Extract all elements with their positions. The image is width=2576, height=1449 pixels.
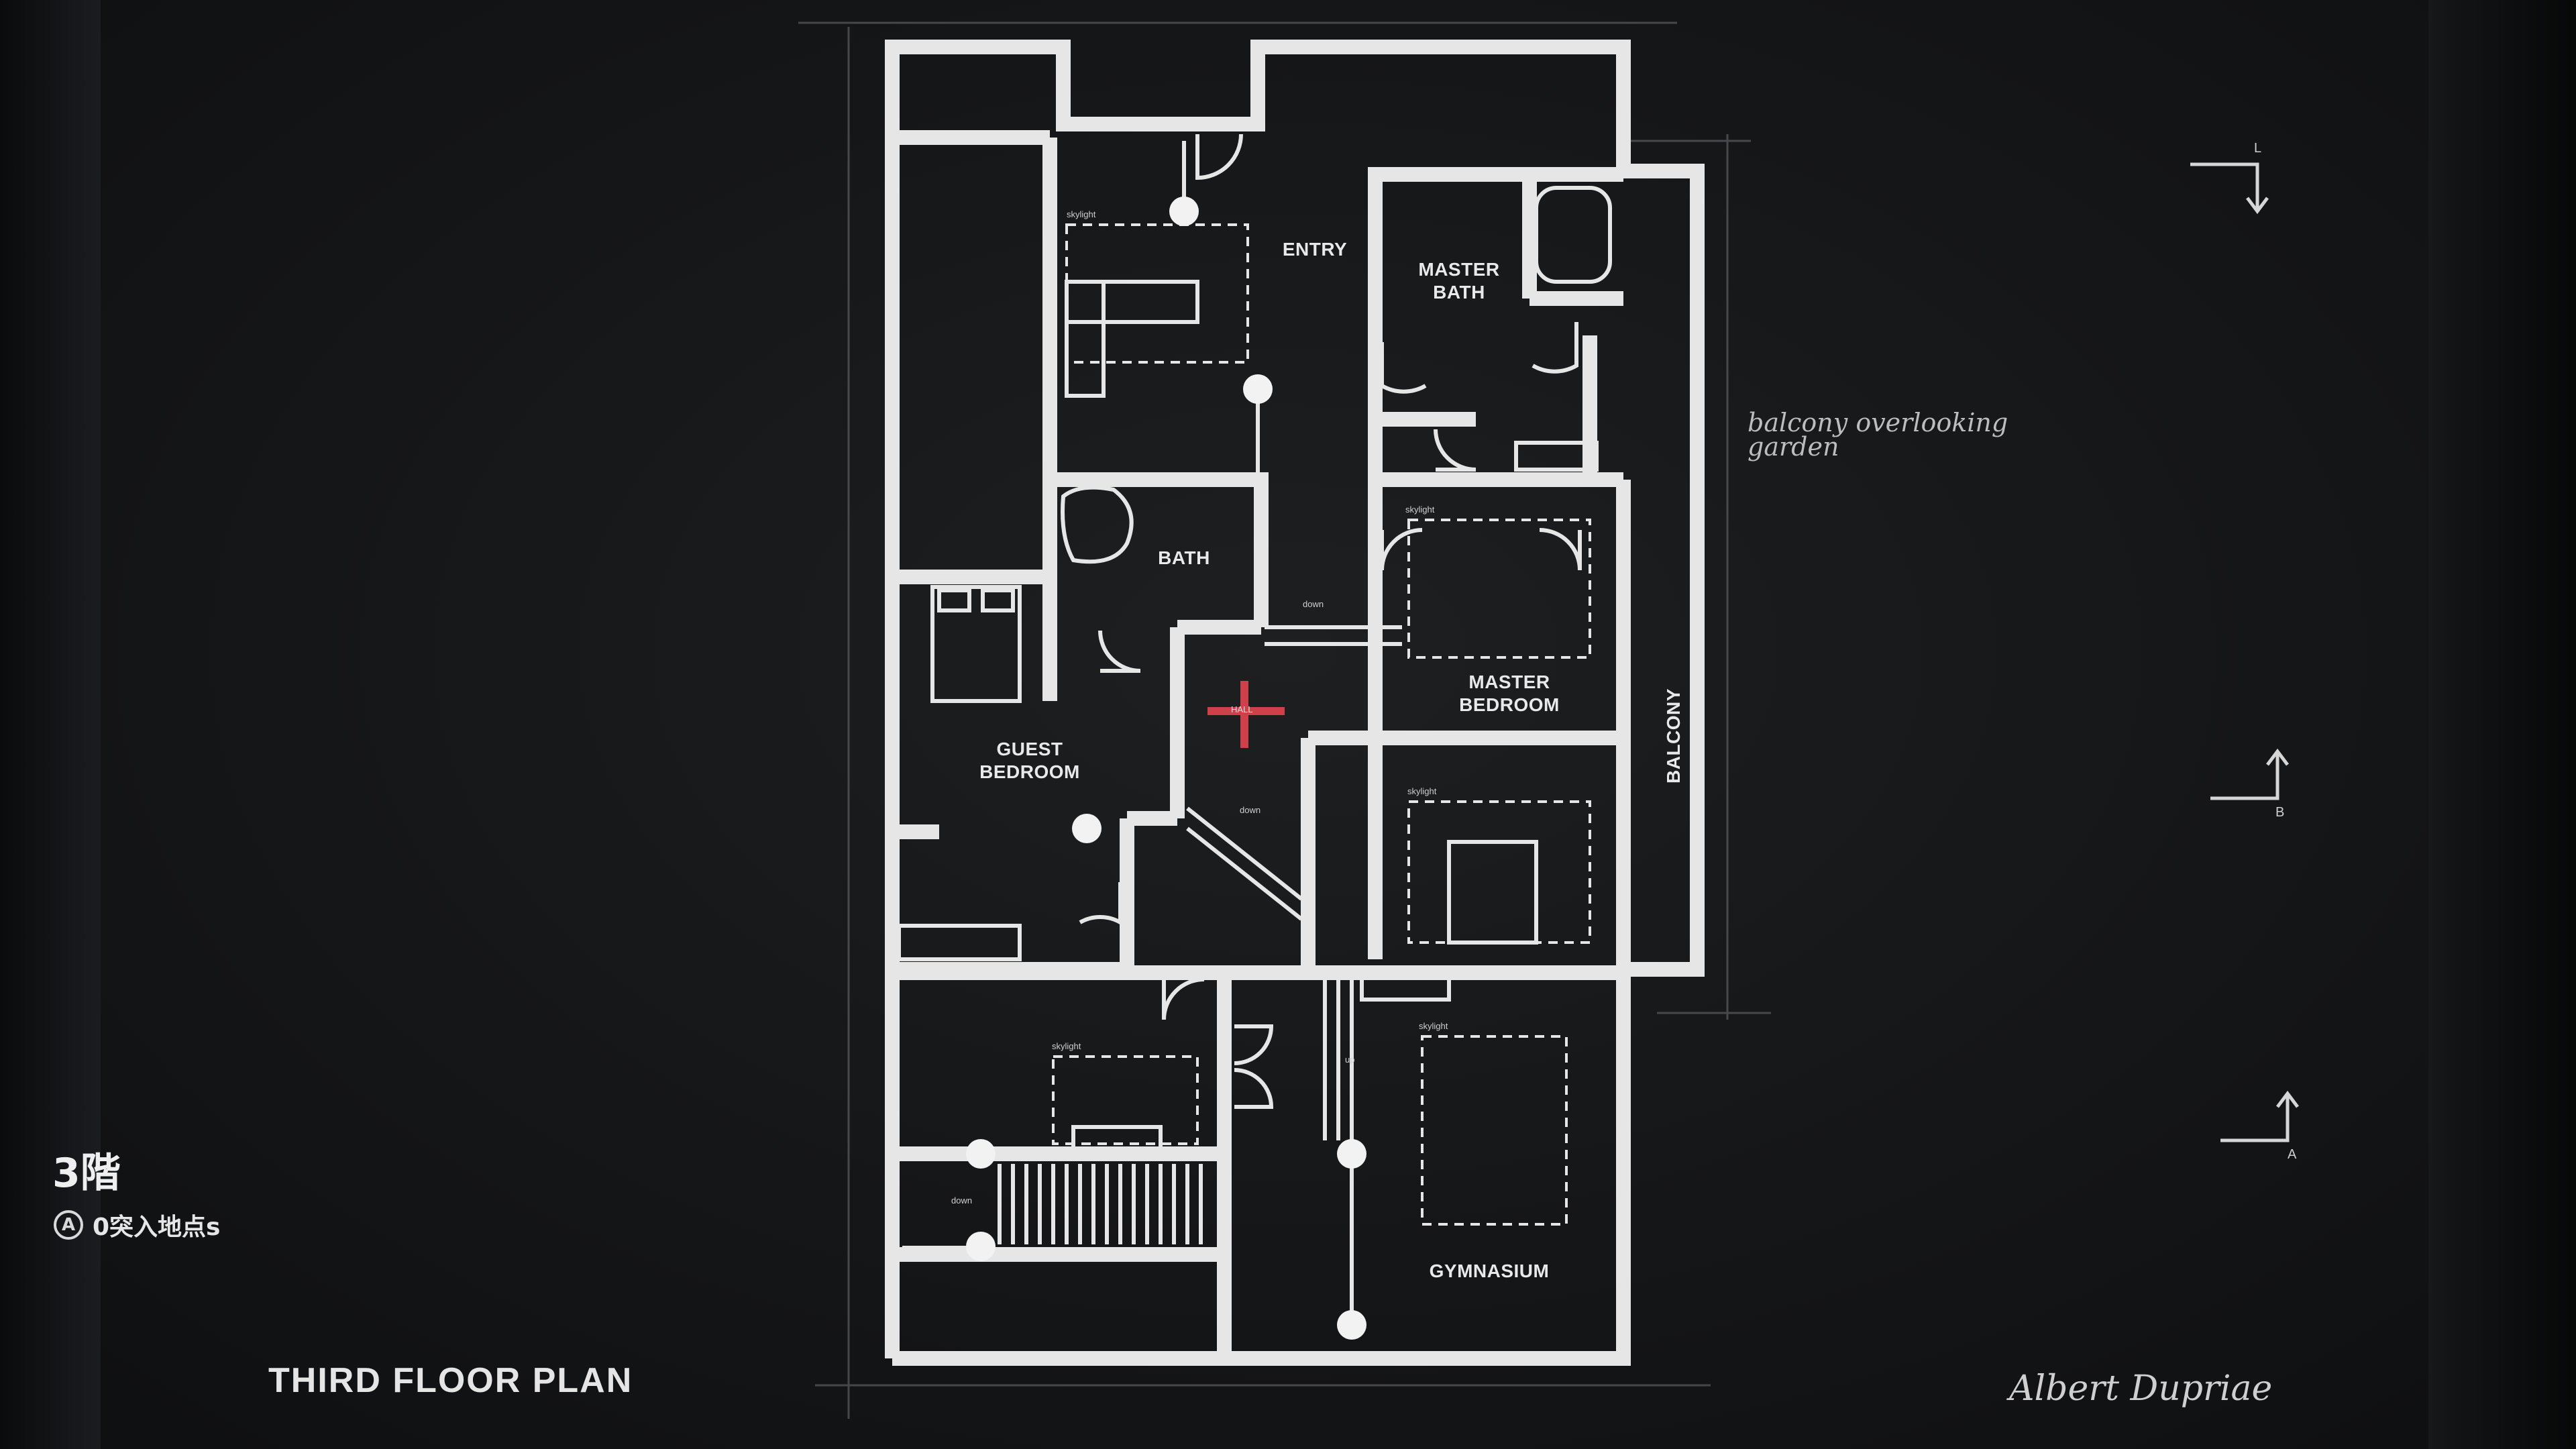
hall-label: HALL — [1231, 704, 1253, 714]
plan-title: THIRD FLOOR PLAN — [268, 1361, 633, 1400]
skylight-label: skylight — [1405, 504, 1435, 515]
lamps — [902, 141, 1366, 1340]
floor-number-label: 3階 — [52, 1150, 121, 1197]
a-button-icon[interactable]: A — [54, 1210, 83, 1240]
room-label-entry: ENTRY — [1282, 239, 1348, 260]
room-label-balcony: BALCONY — [1663, 688, 1684, 784]
room-label-guest-bedroom: GUEST BEDROOM — [979, 739, 1080, 782]
right-edge-shadow — [2428, 0, 2576, 1449]
stairs — [998, 625, 1402, 1244]
room-label-gymnasium: GYMNASIUM — [1429, 1260, 1550, 1281]
skylights — [1052, 223, 1591, 1226]
room-label-master-bath: MASTER BATH — [1418, 259, 1500, 303]
stair-down-label: down — [1240, 805, 1261, 815]
fixtures — [897, 186, 1612, 1156]
stair-down-label: down — [1303, 599, 1324, 609]
section-marker-a: A — [2288, 1147, 2297, 1162]
player-location-marker — [1208, 681, 1285, 748]
section-marker-lines — [2190, 162, 2299, 1142]
entry-points-prompt[interactable]: A 0突入地点s — [54, 1208, 220, 1242]
lower-stair-treads — [998, 1164, 1203, 1244]
section-marker-l: L — [2254, 141, 2262, 156]
door-swings — [1079, 133, 1582, 1109]
balcony-annotation: balcony overlooking garden — [1748, 408, 2008, 462]
skylight-label: skylight — [1067, 209, 1096, 219]
stair-down-label: down — [951, 1195, 973, 1205]
room-label-bath: BATH — [1158, 547, 1210, 568]
architect-signature: Albert Dupriae — [2009, 1368, 2273, 1409]
section-marker-b: B — [2275, 805, 2285, 820]
stair-up-label: up — [1345, 1055, 1355, 1065]
entry-points-label: 0突入地点s — [93, 1214, 221, 1241]
room-label-master-bedroom: MASTER BEDROOM — [1459, 672, 1560, 715]
left-edge-shadow — [0, 0, 101, 1449]
construction-lines — [798, 21, 1771, 1419]
skylight-label: skylight — [1419, 1021, 1448, 1031]
skylight-label: skylight — [1052, 1041, 1081, 1051]
skylight-label: skylight — [1407, 786, 1437, 796]
walls — [885, 40, 1705, 1366]
